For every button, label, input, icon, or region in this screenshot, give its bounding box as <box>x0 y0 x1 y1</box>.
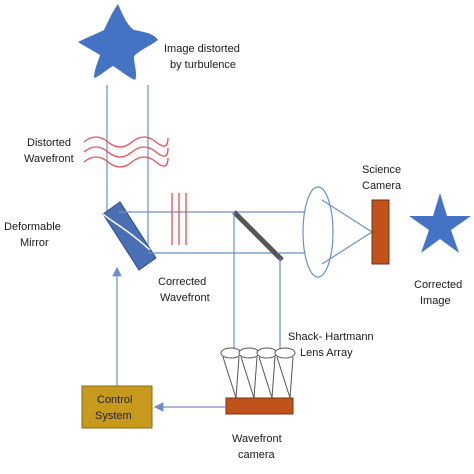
beamsplitter <box>232 210 284 262</box>
corrected-wavefront-lines <box>171 193 187 245</box>
wavefront-camera-sensor <box>225 397 294 415</box>
converging-beam-top <box>321 199 373 233</box>
label-control-system: Control System <box>95 394 136 422</box>
converging-beam-bottom <box>321 231 373 265</box>
deformable-mirror-shape <box>102 201 157 271</box>
focusing-lens <box>302 186 334 278</box>
science-camera-sensor <box>371 199 390 265</box>
label-science-camera: Science Camera <box>362 164 404 192</box>
label-distorted-image: Image distorted by turbulence <box>164 43 243 71</box>
lenslet-focus-lines <box>222 356 294 399</box>
label-deformable-mirror: Deformable Mirror <box>4 221 64 249</box>
distorted-star-icon <box>78 4 158 80</box>
corrected-star-icon <box>409 193 471 253</box>
label-wavefront-camera: Wavefront camera <box>232 433 285 461</box>
lens-array <box>220 347 296 359</box>
label-distorted-wavefront: Distorted Wavefront <box>24 137 74 165</box>
distorted-wavefront-lines <box>83 136 169 168</box>
label-corrected-image: Corrected Image <box>414 279 465 307</box>
label-shack-hartmann: Shack- Hartmann Lens Array <box>288 331 377 359</box>
control-system-box <box>81 385 153 429</box>
label-corrected-wavefront: Corrected Wavefront <box>158 276 210 304</box>
